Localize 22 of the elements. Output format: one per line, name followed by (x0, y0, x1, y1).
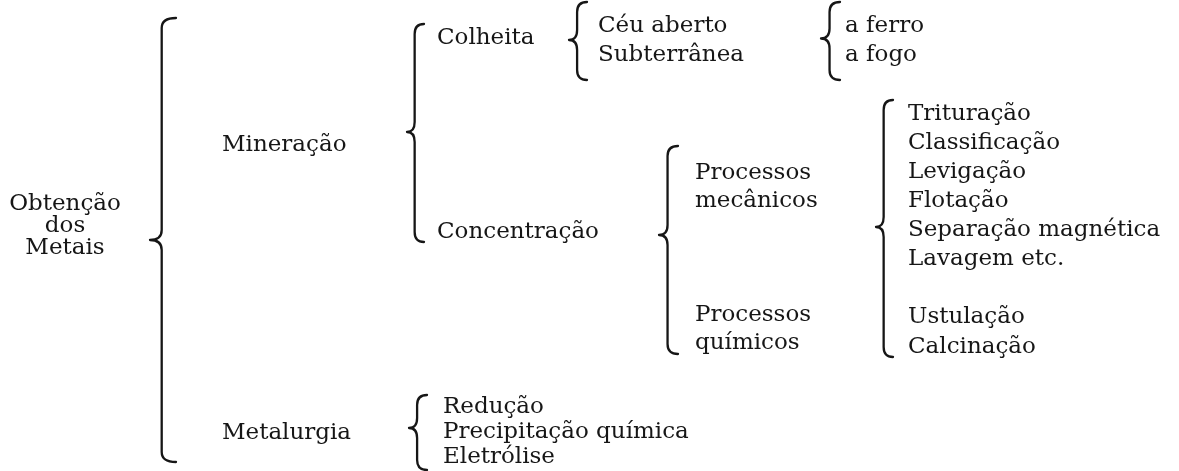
term-text: Mineração (222, 129, 347, 157)
term-text: Processos químicos (695, 299, 813, 355)
term-text: Trituração (908, 98, 1031, 126)
term-text: Separação magnética (908, 214, 1161, 242)
term-text: Céu aberto (598, 10, 728, 38)
term-text: Classificação (908, 127, 1060, 155)
term-text: Obtenção dos Metais (8, 191, 122, 257)
term-text: a ferro (845, 10, 924, 38)
term-text: Processos mecânicos (695, 157, 819, 213)
term-text: Precipitação química (443, 418, 689, 443)
term-text: Calcinação (908, 331, 1036, 359)
term-text: Concentração (437, 216, 599, 244)
term-text: Metalurgia (222, 418, 352, 444)
term-text: Levigação (908, 156, 1027, 184)
term-text: Ustulação (908, 301, 1025, 329)
term-text: Subterrânea (598, 39, 744, 67)
term-text: Lavagem etc. (908, 243, 1065, 271)
term-text: Colheita (437, 22, 535, 50)
term-text: Redução (443, 393, 544, 418)
term-text: a fogo (845, 39, 917, 67)
term-text: Eletrólise (443, 443, 555, 468)
term-text: Flotação (908, 185, 1009, 213)
